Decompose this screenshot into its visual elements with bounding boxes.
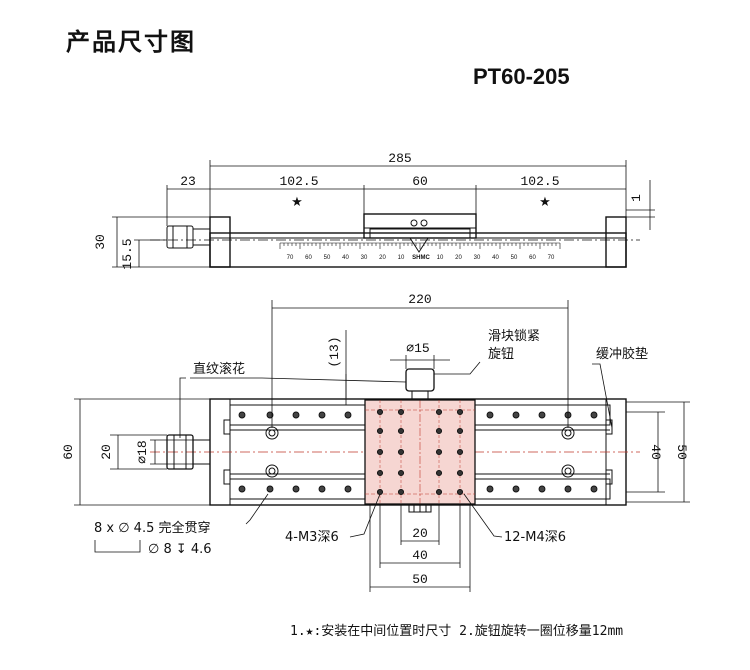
rail-screw-hole <box>538 485 546 493</box>
dim-knob-offset: (13) <box>327 336 342 367</box>
slider-mounting-hole <box>456 408 464 416</box>
scale-tick-label: 20 <box>455 255 462 261</box>
rail-screw-hole <box>538 411 546 419</box>
slider-mounting-hole <box>435 427 443 435</box>
rail-screw-hole <box>266 411 274 419</box>
side-view <box>112 160 655 268</box>
rail-screw-hole <box>266 485 274 493</box>
rail-screw-hole <box>238 411 246 419</box>
label-counterbore: ∅ 8 ↧ 4.6 <box>148 542 212 557</box>
dim-hole-spacing: 220 <box>408 292 431 307</box>
rail-screw-hole <box>486 411 494 419</box>
slider-mounting-hole <box>456 469 464 477</box>
dim-center-height: 15.5 <box>120 238 135 269</box>
label-lock-knob-line2: 旋钮 <box>488 347 514 362</box>
footnote: 1.★:安装在中间位置时尺寸 2.旋钮旋转一圈位移量12mm <box>290 624 624 639</box>
slider-mounting-hole <box>397 427 405 435</box>
scale-tick-label: 50 <box>324 255 331 261</box>
scale-brand: SHMC <box>412 255 430 261</box>
dim-knob-width: 20 <box>99 444 114 460</box>
star-mark-left: ★ <box>291 195 303 210</box>
dim-rail-spacing: 40 <box>648 444 663 460</box>
dim-slider-gap: 1 <box>629 194 644 202</box>
dim-knob-length: 23 <box>180 174 196 189</box>
scale-tick-label: 30 <box>361 255 368 261</box>
label-through-holes: 8 x ∅ 4.5 完全贯穿 <box>94 520 211 536</box>
dim-overall-length: 285 <box>388 151 411 166</box>
rail-screw-hole <box>590 411 598 419</box>
rail-screw-hole <box>292 411 300 419</box>
slider-mounting-hole <box>397 469 405 477</box>
slider-mounting-hole <box>435 448 443 456</box>
label-lock-knob-line1: 滑块锁紧 <box>488 328 540 344</box>
dim-lock-knob-diameter: ∅15 <box>406 341 429 356</box>
rail-screw-hole <box>238 485 246 493</box>
scale-tick-label: 20 <box>379 255 386 261</box>
label-m3-holes: 4-M3深6 <box>285 530 339 545</box>
slider-mounting-hole <box>397 408 405 416</box>
scale-tick-label: 30 <box>474 255 481 261</box>
slider-mounting-hole <box>435 469 443 477</box>
page-title: 产品尺寸图 <box>66 27 196 56</box>
rail-screw-hole <box>512 411 520 419</box>
slider-mounting-hole <box>435 488 443 496</box>
rail-screw-hole <box>318 411 326 419</box>
scale-labels: 70 60 50 40 30 20 10 SHMC 10 20 30 40 50 60 70 <box>287 255 555 261</box>
slider-mounting-hole <box>456 488 464 496</box>
dim-knob-diameter: ∅18 <box>135 440 150 463</box>
rail-screw-hole <box>292 485 300 493</box>
rail-screw-hole <box>344 411 352 419</box>
dim-total-height: 30 <box>93 234 108 250</box>
scale-ruler <box>279 242 561 249</box>
slider-mounting-hole <box>376 427 384 435</box>
slider-mounting-hole <box>376 408 384 416</box>
dim-slider-width: 60 <box>412 174 428 189</box>
slider-mounting-hole <box>376 448 384 456</box>
slider-mounting-hole <box>435 408 443 416</box>
rail-screw-hole <box>486 485 494 493</box>
scale-tick-label: 40 <box>342 255 349 261</box>
dim-left-travel: 102.5 <box>279 174 318 189</box>
rail-screw-hole <box>590 485 598 493</box>
top-view <box>74 300 690 592</box>
scale-tick-label: 60 <box>529 255 536 261</box>
scale-tick-label: 50 <box>511 255 518 261</box>
scale-tick-label: 70 <box>287 255 294 261</box>
slider-mounting-hole <box>376 469 384 477</box>
scale-tick-label: 10 <box>437 255 444 261</box>
dim-slider-length: 50 <box>412 572 428 587</box>
label-buffer-pad: 缓冲胶垫 <box>596 346 648 362</box>
label-m4-holes: 12-M4深6 <box>504 530 566 545</box>
rail-screw-hole <box>344 485 352 493</box>
label-knurl: 直纹滚花 <box>193 361 245 377</box>
star-mark-right: ★ <box>539 195 551 210</box>
scale-tick-label: 60 <box>305 255 312 261</box>
dim-right-travel: 102.5 <box>520 174 559 189</box>
dim-outer-spacing: 50 <box>674 444 689 460</box>
rail-screw-hole <box>564 485 572 493</box>
scale-tick-label: 70 <box>548 255 555 261</box>
slider-mounting-hole <box>456 427 464 435</box>
rail-screw-hole <box>318 485 326 493</box>
rail-screw-hole <box>512 485 520 493</box>
dim-mid-hole-spacing: 40 <box>412 548 428 563</box>
dim-inner-hole-spacing: 20 <box>412 526 428 541</box>
slider-mounting-hole <box>397 448 405 456</box>
slider-mounting-hole <box>376 488 384 496</box>
dim-base-width: 60 <box>61 444 76 460</box>
scale-tick-label: 10 <box>398 255 405 261</box>
slider-mounting-hole <box>397 488 405 496</box>
model-number: PT60-205 <box>473 64 570 89</box>
scale-tick-label: 40 <box>492 255 499 261</box>
slider-mounting-hole <box>456 448 464 456</box>
